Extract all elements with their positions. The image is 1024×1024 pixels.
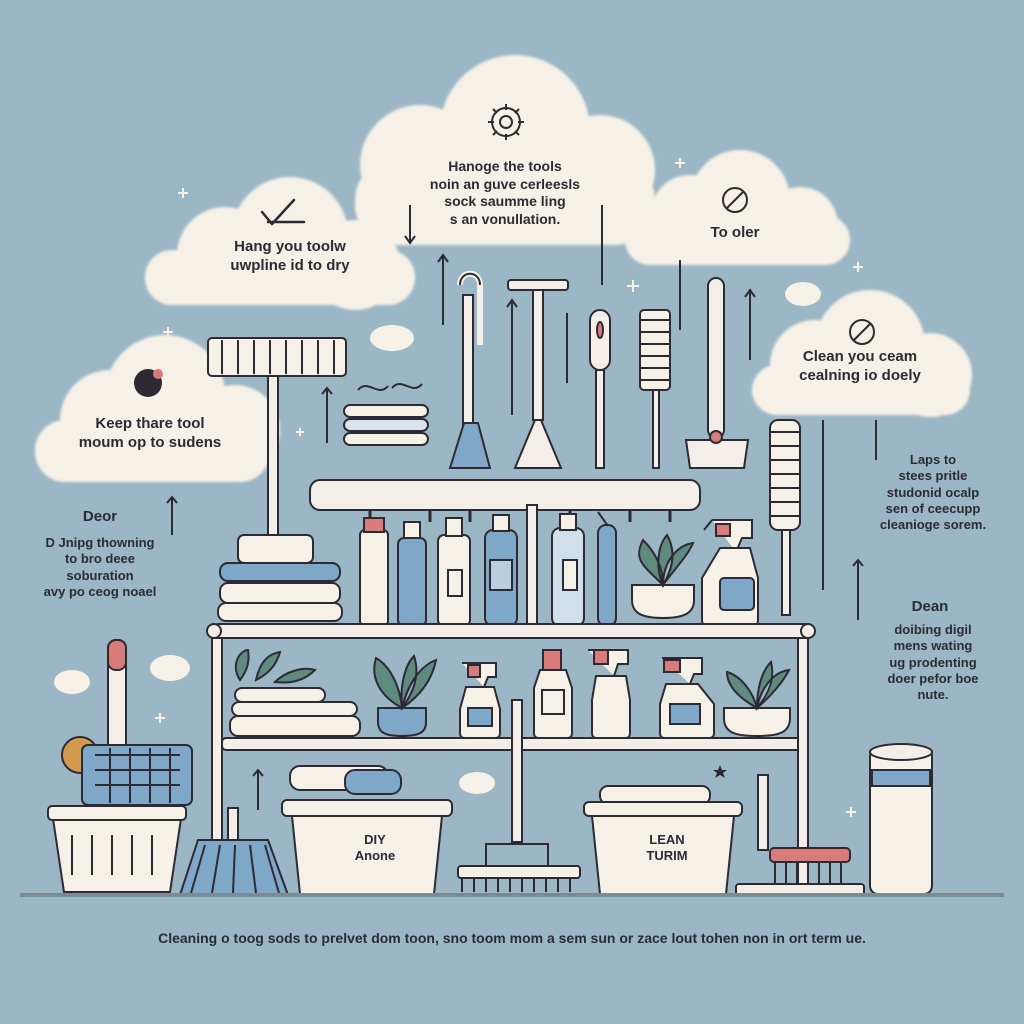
small-cloud xyxy=(785,282,821,306)
gear-icon xyxy=(488,104,524,140)
cloud-text-top-center: Hanoge the tools noin an guve cerleesls … xyxy=(429,158,581,227)
plant-left xyxy=(234,648,317,684)
small-cloud xyxy=(370,325,414,351)
paper-towel-roll xyxy=(869,743,933,895)
floor-broom-left xyxy=(178,807,290,896)
plant-upper xyxy=(631,533,695,620)
floor-line xyxy=(20,893,1004,897)
cloud-text-left: Keep thare tool moum op to sudens xyxy=(78,415,222,451)
cloud-left xyxy=(35,335,280,482)
cloud-upper-left xyxy=(145,177,415,310)
sparkle-icon xyxy=(155,158,863,817)
no-symbol-icon xyxy=(722,187,748,213)
right-note-upper: Laps to stees pritle studonid ocalp sen … xyxy=(879,452,987,532)
no-symbol-icon xyxy=(849,319,875,345)
bin-label-left: DIY Anone xyxy=(354,832,396,864)
checkmark-icon xyxy=(260,198,306,226)
bottles-upper xyxy=(359,504,617,627)
floor-mop-center xyxy=(457,699,581,892)
towels-middle xyxy=(229,687,361,737)
star-icon xyxy=(713,765,727,778)
bin-label-right: LEAN TURIM xyxy=(646,832,688,864)
hanging-tools xyxy=(448,270,750,469)
small-cloud xyxy=(54,670,90,694)
left-note-body: D Jnipg thowning to bro deee soburation … xyxy=(43,535,157,599)
storage-bin-right xyxy=(583,785,743,895)
spray-bottle-upper xyxy=(701,519,759,627)
storage-bin-left xyxy=(281,765,453,895)
bottom-caption: Cleaning o toog sods to prelvet dom toon… xyxy=(158,930,866,946)
cloud-right xyxy=(752,290,972,417)
left-note-heading: Deor xyxy=(82,508,118,525)
laundry-basket xyxy=(47,639,193,893)
plant-middle xyxy=(373,654,438,738)
bucket-icon xyxy=(134,369,163,397)
cloud-text-right: Clean you ceam cealning io doely xyxy=(799,348,921,384)
towel-stack xyxy=(343,383,429,446)
arrows xyxy=(166,205,877,810)
standing-brush xyxy=(769,419,801,616)
cloud-upper-right xyxy=(625,150,850,265)
small-cloud xyxy=(150,655,190,681)
cloud-text-upper-left: Hang you toolw uwpline id to dry xyxy=(230,238,350,274)
cloud-top-center xyxy=(355,55,655,245)
wall-mop xyxy=(207,337,347,537)
cloud-text-upper-right: To oler xyxy=(710,224,760,241)
shelving-unit xyxy=(206,623,816,894)
plant-right xyxy=(723,660,791,738)
right-note-body: doibing digil mens wating ug prodenting … xyxy=(887,622,979,702)
spray-bottles-middle xyxy=(459,649,715,739)
towel-stack-left xyxy=(217,534,343,622)
small-cloud xyxy=(459,772,495,794)
right-note-heading: Dean xyxy=(911,598,949,615)
